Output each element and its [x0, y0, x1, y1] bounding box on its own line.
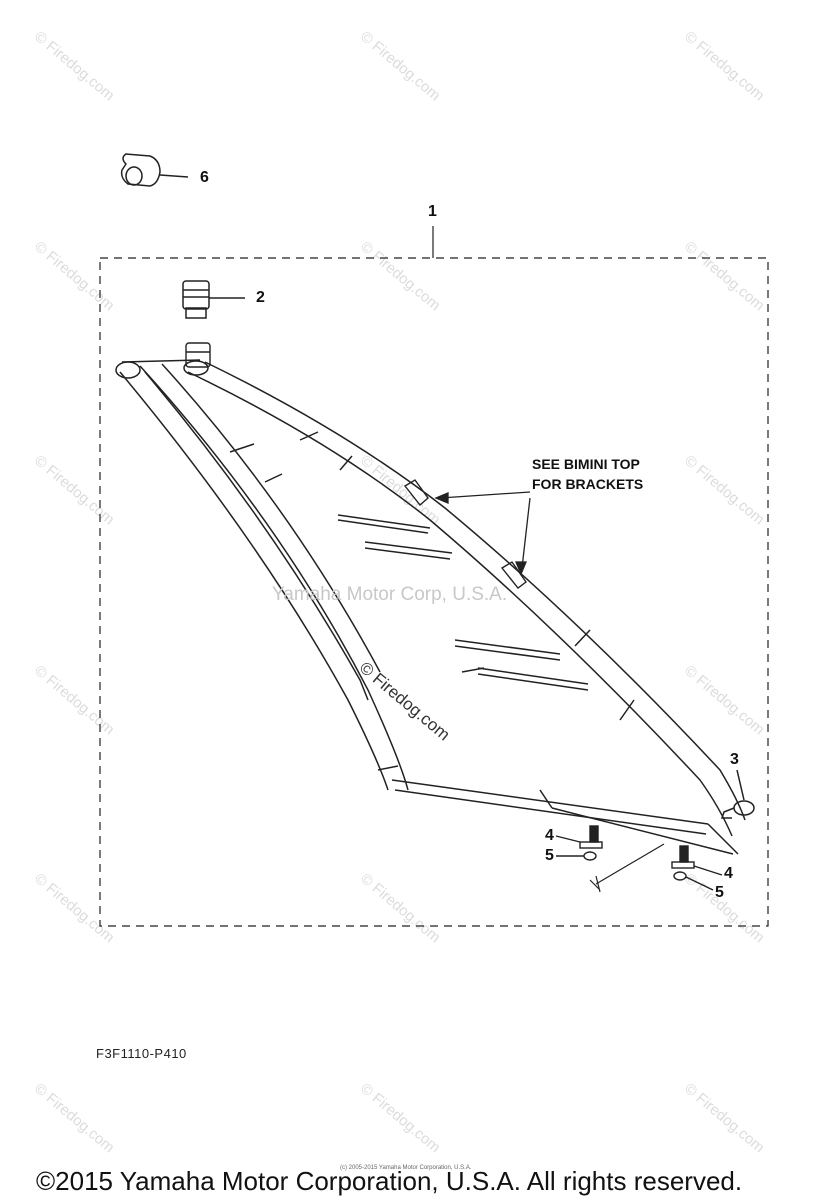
part-4-5-right	[671, 845, 723, 891]
part-6-cap	[120, 153, 189, 187]
callout-5: 5	[715, 884, 724, 901]
copyright-footer: ©2015 Yamaha Motor Corporation, U.S.A. A…	[36, 1166, 743, 1196]
note-line-1: SEE BIMINI TOP	[532, 456, 640, 472]
cord-pin	[589, 843, 665, 893]
bracket	[403, 479, 527, 589]
note-arrows	[434, 491, 531, 576]
frame-tubes	[115, 359, 746, 855]
callout-5: 5	[545, 847, 554, 864]
callout-1: 1	[428, 203, 437, 220]
note-line-2: FOR BRACKETS	[532, 476, 644, 492]
center-watermark: Yamaha Motor Corp, U.S.A.	[272, 584, 508, 605]
bracket-note: SEE BIMINI TOP FOR BRACKETS	[532, 454, 643, 494]
callout-4: 4	[545, 827, 554, 844]
callout-4: 4	[724, 865, 733, 882]
kit-boundary	[99, 257, 769, 927]
diagram-code: F3F1110-P410	[96, 1046, 187, 1061]
tiny-copyright: (c) 2005-2015 Yamaha Motor Corporation, …	[340, 1165, 472, 1171]
part-2-fitting	[182, 280, 245, 319]
callout-6: 6	[200, 169, 209, 186]
callout-3: 3	[730, 751, 739, 768]
part-3-knob	[720, 769, 755, 819]
callout-2: 2	[256, 289, 265, 306]
frame-top-fitting	[185, 342, 211, 368]
part-4-5-left	[555, 825, 603, 861]
